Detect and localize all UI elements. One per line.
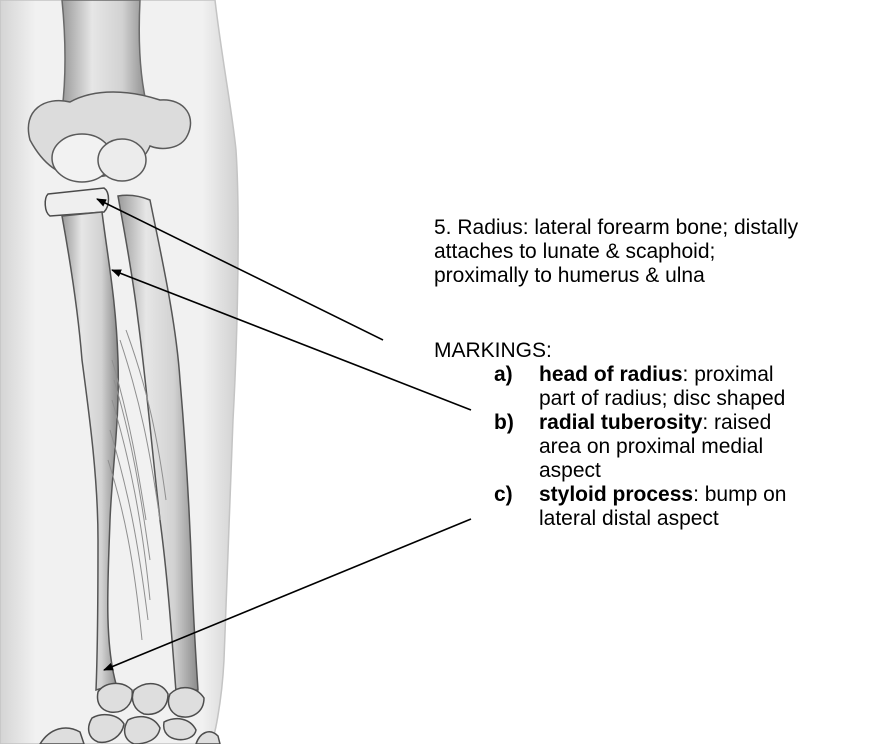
- markings-heading: MARKINGS:: [434, 339, 552, 363]
- marking-text: area on proximal medial: [539, 435, 771, 459]
- capitulum: [98, 139, 146, 181]
- marking-letter: b): [494, 411, 514, 435]
- marking-letter: a): [494, 363, 513, 387]
- marking-text: part of radius; disc shaped: [539, 387, 785, 411]
- marking-term: head of radius: [539, 363, 683, 386]
- marking-text: aspect: [539, 459, 771, 483]
- marking-term: styloid process: [539, 483, 693, 506]
- description-line-2: attaches to lunate & scaphoid;: [434, 240, 715, 264]
- marking-term: radial tuberosity: [539, 411, 702, 434]
- marking-text: lateral distal aspect: [539, 507, 786, 531]
- marking-letter: c): [494, 483, 513, 507]
- marking-text: : bump on: [693, 483, 786, 506]
- description-line-3: proximally to humerus & ulna: [434, 264, 705, 288]
- marking-text: : proximal: [683, 363, 774, 386]
- description-line-1: 5. Radius: lateral forearm bone; distall…: [434, 216, 798, 240]
- marking-text: : raised: [702, 411, 771, 434]
